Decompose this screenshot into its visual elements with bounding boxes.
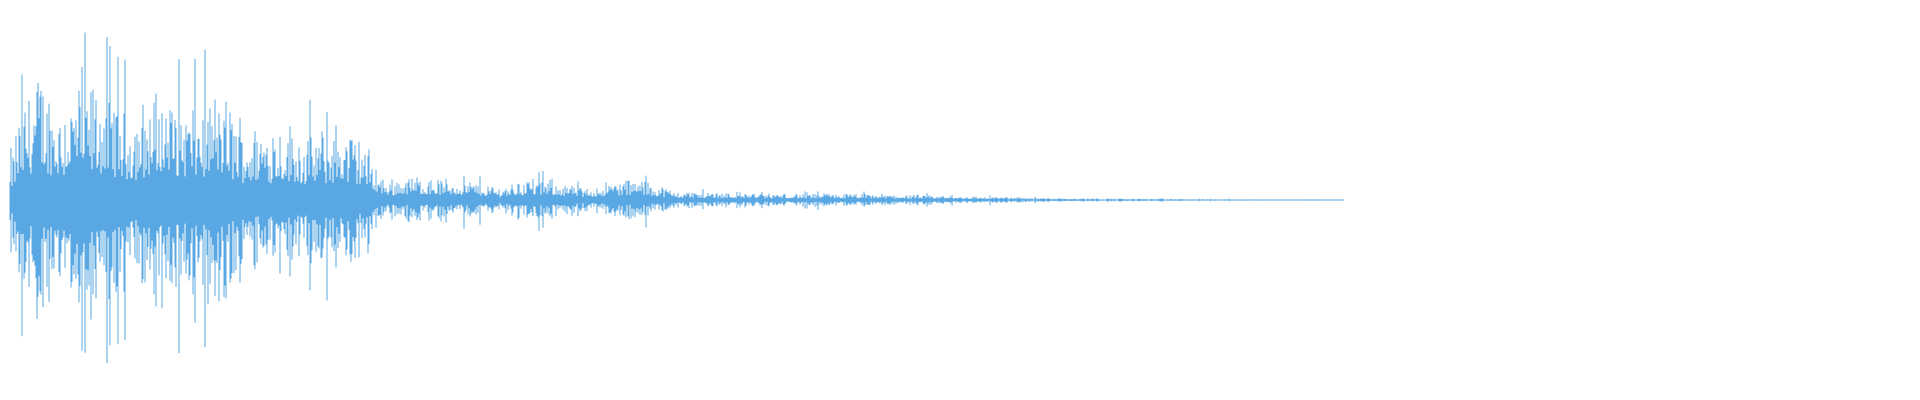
waveform-peaks — [9, 32, 1340, 364]
